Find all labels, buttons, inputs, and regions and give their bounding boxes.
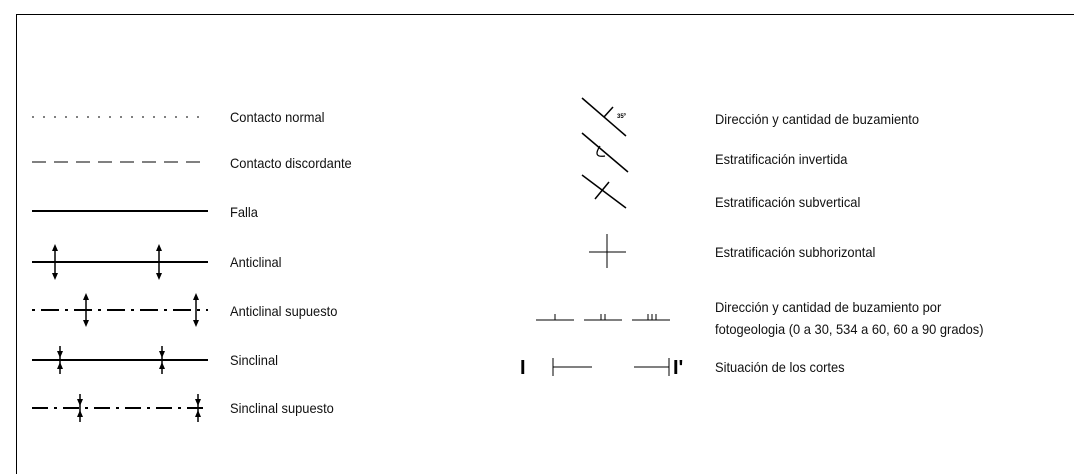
anticline-arrow-icon <box>83 293 89 327</box>
falla-label: Falla <box>230 204 258 220</box>
cut-end-mark: I' <box>673 357 683 379</box>
buzamiento-fotogeologia-symbol <box>536 314 670 321</box>
anticlinal-supuesto-label: Anticlinal supuesto <box>230 303 338 319</box>
contacto-discordante-symbol <box>32 161 208 163</box>
contacto-normal-label: Contacto normal <box>230 109 325 125</box>
syncline-arrow-icon <box>159 346 165 374</box>
buzamiento-fotogeologia-label: Dirección y cantidad de buzamiento por f… <box>715 296 984 340</box>
contacto-discordante-label: Contacto discordante <box>230 155 352 171</box>
cut-start-mark: I <box>520 357 526 379</box>
sinclinal-label: Sinclinal <box>230 352 278 368</box>
anticlinal-symbol <box>32 244 208 280</box>
anticline-arrow-icon <box>193 293 199 327</box>
contacto-normal-symbol <box>32 116 206 118</box>
direccion-buzamiento-label: Dirección y cantidad de buzamiento <box>715 111 920 127</box>
sinclinal-supuesto-symbol <box>32 394 208 422</box>
estratificacion-subvertical-symbol <box>581 174 627 209</box>
anticlinal-label: Anticlinal <box>230 254 282 270</box>
sinclinal-supuesto-label: Sinclinal supuesto <box>230 400 334 416</box>
buzamiento-fotogeologia-label-line2: fotogeologia (0 a 30, 534 a 60, 60 a 90 … <box>715 321 984 337</box>
estratificacion-subhorizontal-symbol <box>589 234 626 268</box>
anticline-arrow-icon <box>156 244 162 280</box>
estratificacion-invertida-symbol <box>581 132 629 173</box>
situacion-cortes-symbol: I I' <box>520 357 683 379</box>
estratificacion-subhorizontal-label: Estratificación subhorizontal <box>715 244 876 260</box>
direccion-buzamiento-symbol: 35º <box>581 97 627 137</box>
syncline-arrow-icon <box>77 394 83 422</box>
estratificacion-invertida-label: Estratificación invertida <box>715 151 848 167</box>
syncline-arrow-icon <box>195 394 201 422</box>
estratificacion-subvertical-label: Estratificación subvertical <box>715 194 861 210</box>
anticlinal-supuesto-symbol <box>32 293 208 327</box>
buzamiento-fotogeologia-label-line1: Dirección y cantidad de buzamiento por <box>715 299 942 315</box>
syncline-arrow-icon <box>57 346 63 374</box>
legend-frame <box>16 14 1074 474</box>
situacion-cortes-label: Situación de los cortes <box>715 359 845 375</box>
anticline-arrow-icon <box>52 244 58 280</box>
falla-symbol <box>32 210 208 212</box>
sinclinal-symbol <box>32 346 208 374</box>
dip-value-label: 35º <box>617 114 627 120</box>
